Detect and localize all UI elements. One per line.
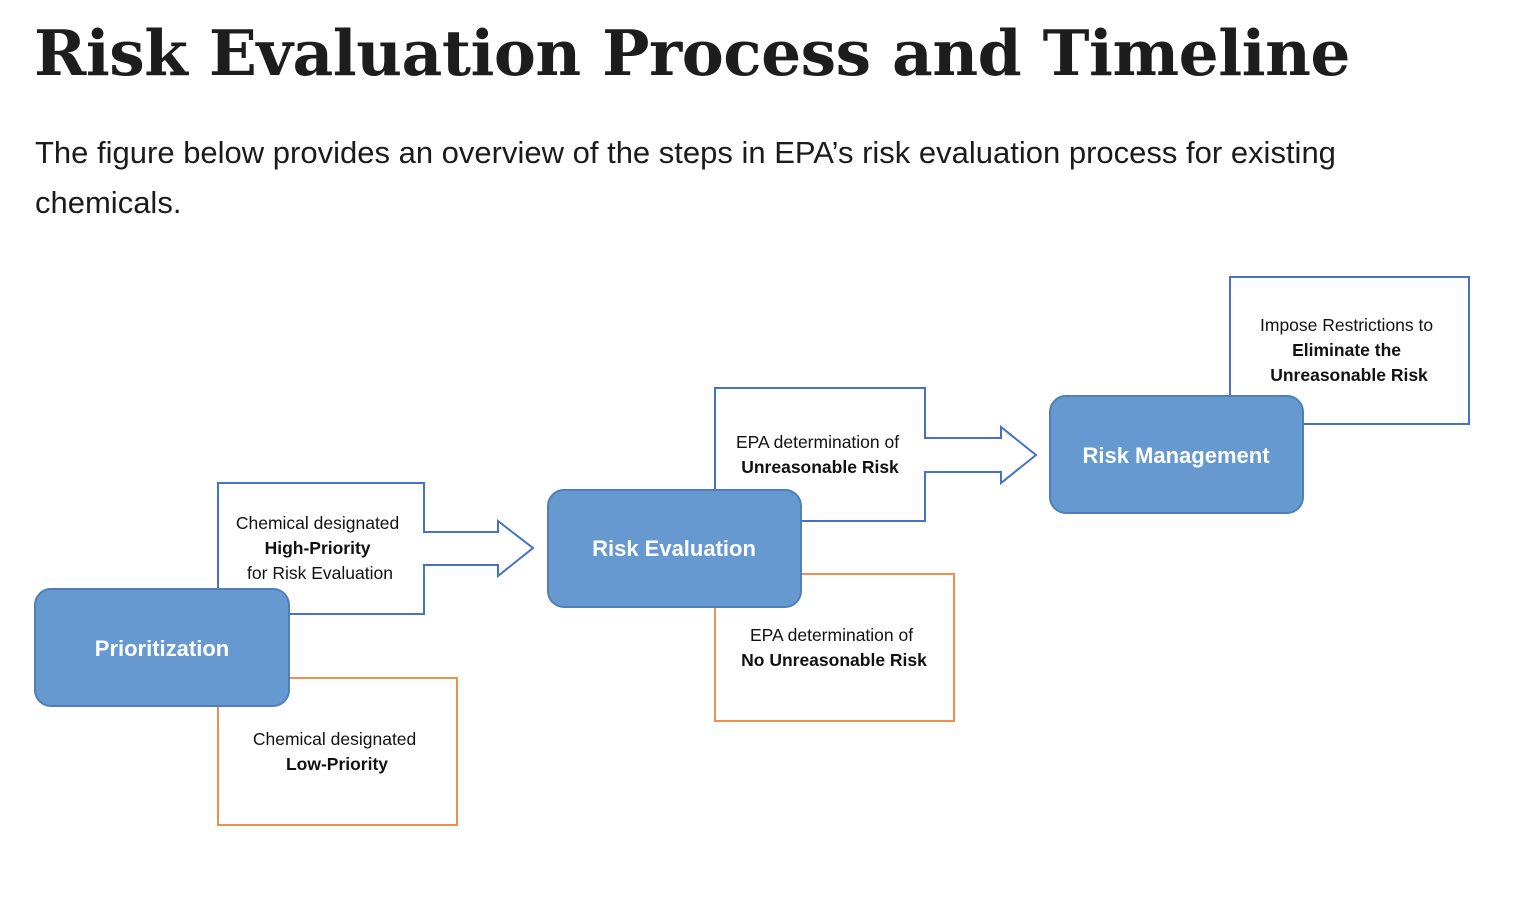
- stage-risk-management-label: Risk Management: [1082, 443, 1270, 468]
- stage-prioritization-box: [34, 588, 290, 707]
- stage-prioritization: Prioritization: [34, 588, 290, 707]
- stage-risk-management-box: [1049, 395, 1304, 514]
- outcome-unreasonable-risk: EPA determination of Unreasonable Risk: [714, 387, 1038, 522]
- outcome-impose-restrictions-text: Impose Restrictions to Eliminate the Unr…: [1260, 315, 1438, 385]
- stage-risk-management: Risk Management: [1049, 395, 1304, 514]
- outcome-high-priority: Chemical designated High-Priority for Ri…: [217, 482, 535, 615]
- stage-risk-evaluation: Risk Evaluation: [547, 489, 802, 608]
- stage-risk-evaluation-label: Risk Evaluation: [592, 536, 756, 561]
- outcome-no-unreasonable-risk-text: EPA determination of No Unreasonable Ris…: [741, 625, 927, 670]
- outcome-unreasonable-risk-text: EPA determination of Unreasonable Risk: [736, 432, 904, 477]
- stage-risk-evaluation-box: [547, 489, 802, 608]
- page-title: Risk Evaluation Process and Timeline: [34, 16, 1350, 90]
- high-priority-arrow-shape: [217, 482, 535, 615]
- intro-paragraph: The figure below provides an overview of…: [35, 135, 1336, 220]
- outcome-high-priority-text: Chemical designated High-Priority for Ri…: [236, 513, 404, 583]
- unreasonable-risk-arrow-shape: [714, 387, 1038, 522]
- outcome-low-priority-text: Chemical designated Low-Priority: [253, 729, 421, 774]
- stage-prioritization-label: Prioritization: [95, 636, 229, 661]
